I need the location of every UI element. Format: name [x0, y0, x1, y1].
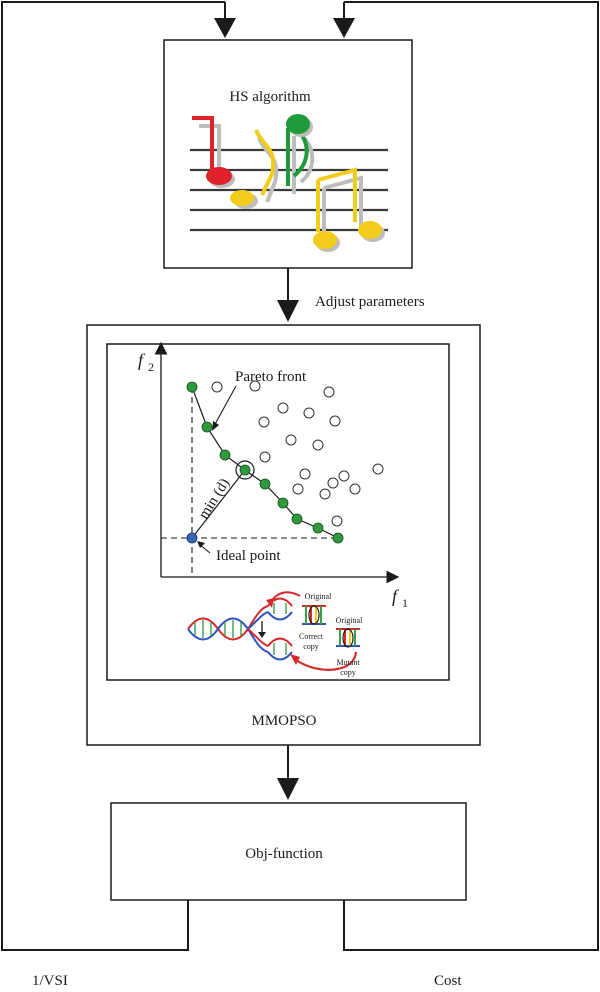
selected-solution-ring: [235, 460, 255, 480]
dna-original-label-2: Original: [336, 616, 363, 625]
dna-ladder-correct-icon: [302, 605, 326, 625]
mmopso-title: MMOPSO: [251, 713, 316, 729]
dominated-points: [211, 380, 384, 527]
left-feedback-line: [1, 1, 225, 951]
x-axis-subscript: 1: [402, 596, 408, 610]
pareto-pointer: [213, 385, 237, 427]
y-axis-label: f: [138, 350, 146, 370]
min-distance-line: [191, 469, 246, 539]
arrow-down-icon: [277, 778, 299, 800]
music-notes-icon: [192, 114, 385, 252]
top-arrows: [214, 2, 355, 38]
right-feedback-line: [343, 1, 599, 951]
dna-mutant-copy-label-1: Mutant: [336, 658, 360, 667]
x-axis-label: f: [392, 586, 400, 606]
pareto-front-label: Pareto front: [235, 369, 307, 385]
hs-title: HS algorithm: [229, 89, 311, 105]
vsi-label: 1/VSI: [32, 973, 68, 989]
dna-correct-copy-label-1: Correct: [299, 632, 324, 641]
ideal-point-label: Ideal point: [216, 548, 281, 564]
dna-helix-icon: [187, 597, 293, 661]
cost-label: Cost: [434, 973, 462, 989]
mmopso-to-obj-arrow: [277, 745, 299, 800]
arrow-down-left: [214, 18, 236, 38]
ideal-point: [186, 532, 198, 544]
dna-mutation-illustration: Original Correct copy Original Mutant co…: [187, 591, 363, 677]
pareto-points: [186, 381, 344, 544]
dna-original-label-1: Original: [305, 592, 332, 601]
arrow-down-right: [333, 18, 355, 38]
red-note: [192, 116, 214, 172]
arrow-down-icon: [277, 300, 299, 322]
hs-algorithm-block: HS algorithm: [163, 39, 413, 269]
red-arrow-lower: [295, 651, 358, 671]
y-axis-subscript: 2: [148, 360, 154, 374]
dna-ladder-original-icon: [336, 628, 360, 648]
mmopso-block: MMOPSO f 2 f 1 min (d): [86, 324, 481, 746]
pareto-plot: f 2 f 1 min (d): [138, 341, 408, 610]
dna-mutant-copy-label-2: copy: [340, 668, 356, 677]
feedback-lines: [1, 1, 599, 951]
obj-function-block: Obj-function: [110, 802, 467, 901]
obj-function-title: Obj-function: [245, 846, 323, 862]
dna-correct-copy-label-2: copy: [303, 642, 319, 651]
adjust-arrow: Adjust parameters: [277, 268, 425, 322]
adjust-parameters-label: Adjust parameters: [315, 294, 425, 310]
